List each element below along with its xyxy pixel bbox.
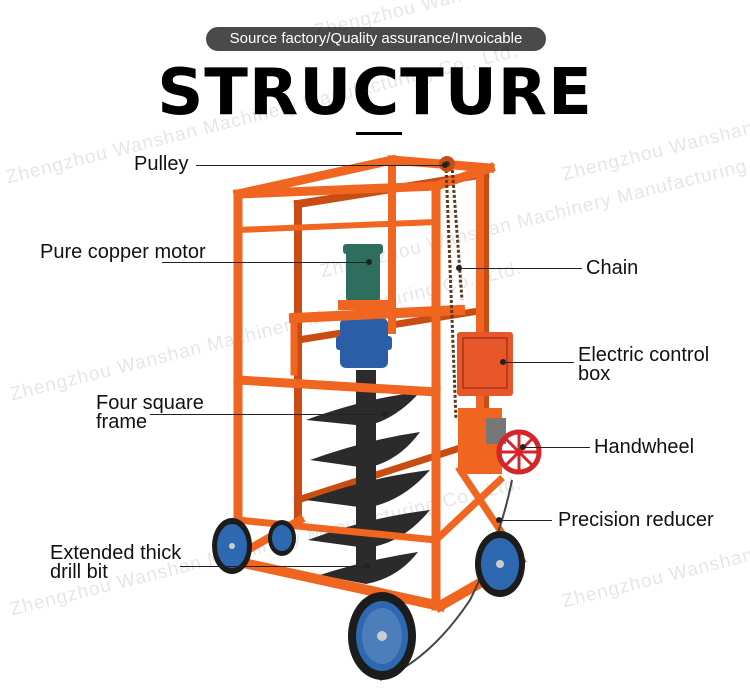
handwheel-graphic <box>496 429 542 475</box>
leader-dot-reducer <box>496 517 502 523</box>
wheel-front-right <box>475 531 525 597</box>
wheel-back-right <box>268 520 296 556</box>
power-cable <box>379 479 513 681</box>
frame-base <box>224 554 446 612</box>
label-chain: Chain <box>586 257 639 279</box>
leader-dot-chain <box>456 265 462 271</box>
label-frame: Four square <box>96 392 204 414</box>
leader-reducer <box>500 520 552 521</box>
motor-assembly <box>336 244 392 368</box>
label-drill-bit-line2: drill bit <box>50 561 108 583</box>
leader-control-box <box>504 362 574 363</box>
frame-mid <box>234 218 440 234</box>
chain <box>444 164 458 421</box>
tagline-badge: Source factory/Quality assurance/Invoica… <box>206 27 546 51</box>
page-title: STRUCTURE <box>157 56 593 130</box>
leader-dot-frame <box>382 411 388 417</box>
leader-dot-control-box <box>500 359 506 365</box>
auger-drill-bit <box>306 370 430 584</box>
wheel-front-left <box>348 592 416 680</box>
leader-frame <box>150 414 386 415</box>
title-underline <box>356 132 402 135</box>
label-drill-bit: Extended thick <box>50 542 182 564</box>
label-control-box: Electric control <box>578 344 710 366</box>
chain <box>450 164 464 301</box>
leader-dot-handwheel <box>520 444 526 450</box>
control-box <box>457 332 513 396</box>
leader-dot-drill-bit <box>364 563 370 569</box>
leader-motor <box>162 262 368 263</box>
frame-platform <box>288 304 466 324</box>
frame-top <box>233 181 441 199</box>
frame-top <box>430 162 496 192</box>
frame-brace <box>234 516 440 544</box>
label-frame-line2: frame <box>96 411 148 433</box>
leader-chain <box>460 268 582 269</box>
label-handwheel: Handwheel <box>594 436 695 458</box>
frame-back-low <box>293 435 490 505</box>
label-pulley: Pulley <box>134 153 189 175</box>
leader-drill-bit <box>180 566 366 567</box>
wheel-back-left <box>212 518 252 574</box>
machine-drawing <box>212 154 542 681</box>
label-reducer: Precision reducer <box>558 509 714 531</box>
frame-mid <box>233 375 441 397</box>
leader-handwheel <box>524 447 590 448</box>
label-control-box-line2: box <box>578 363 611 385</box>
leader-dot-pulley <box>442 162 448 168</box>
label-motor: Pure copper motor <box>40 241 206 263</box>
leader-dot-motor <box>366 259 372 265</box>
frame-brace <box>431 475 505 545</box>
leader-pulley <box>196 165 444 166</box>
